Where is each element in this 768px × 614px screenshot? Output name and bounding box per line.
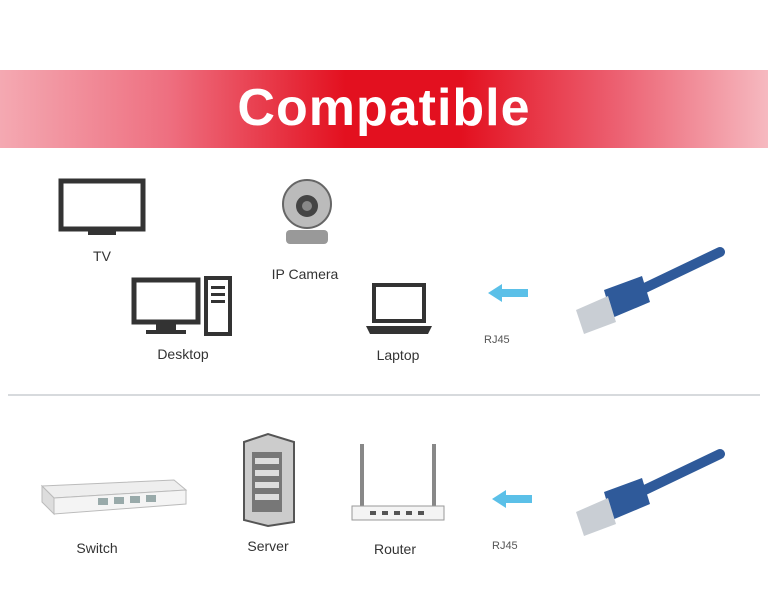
switch-icon xyxy=(40,479,188,516)
device-label-server: Server xyxy=(247,538,289,554)
laptop-icon xyxy=(366,283,432,334)
tv-icon xyxy=(58,178,146,235)
rj45-cable-icon xyxy=(576,449,725,536)
banner xyxy=(0,70,768,148)
device-label-tv: TV xyxy=(93,248,111,264)
banner-title: Compatible xyxy=(237,79,531,137)
device-label-laptop: Laptop xyxy=(376,347,420,363)
section-divider xyxy=(8,394,760,396)
server-icon xyxy=(243,432,295,528)
arrow-left-icon xyxy=(492,490,532,508)
rj45-cable-icon xyxy=(576,247,725,334)
device-label-desktop: Desktop xyxy=(157,346,209,362)
router-icon xyxy=(351,444,445,521)
arrow-left-icon xyxy=(488,284,528,302)
device-label-ip-camera: IP Camera xyxy=(271,266,339,282)
desktop-icon xyxy=(131,276,232,336)
connector-label: RJ45 xyxy=(492,540,518,552)
device-label-switch: Switch xyxy=(76,540,118,556)
connector-label: RJ45 xyxy=(484,334,510,346)
device-label-router: Router xyxy=(373,541,417,557)
ip-camera-icon xyxy=(282,179,332,244)
